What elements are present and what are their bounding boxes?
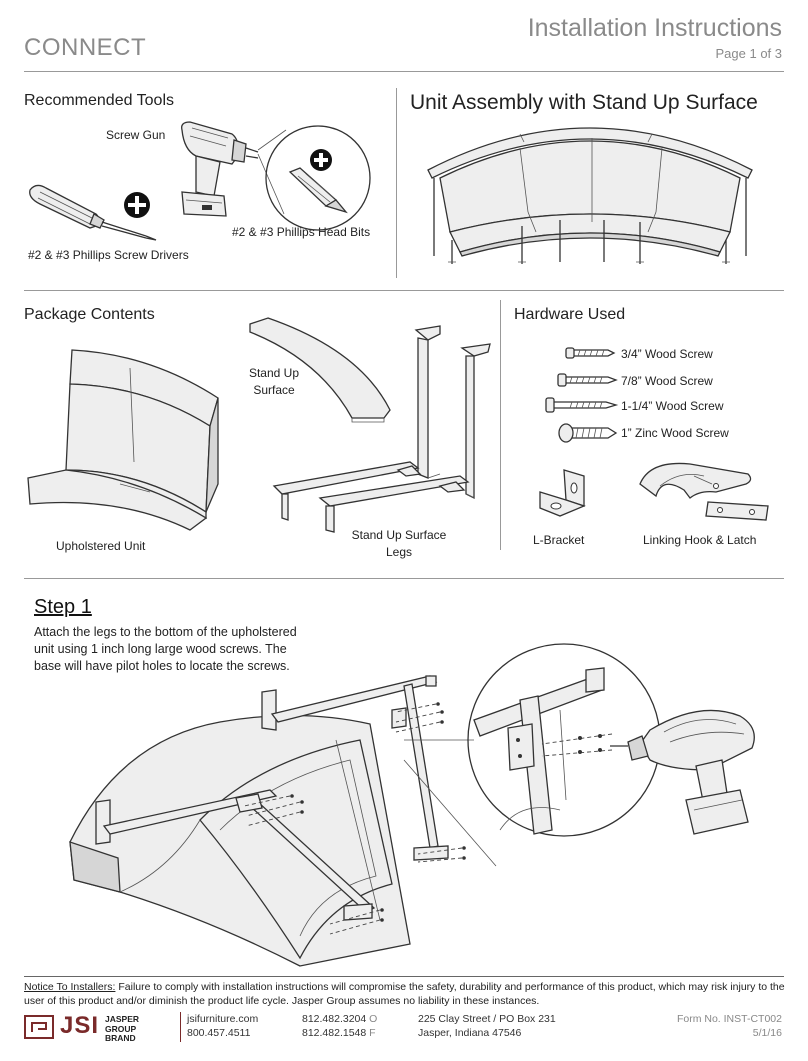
stand-up-surface-icon bbox=[249, 317, 391, 423]
screw-gun-label: Screw Gun bbox=[106, 128, 166, 142]
step-title: Step 1 bbox=[34, 596, 92, 618]
group-line3: BRAND bbox=[105, 1033, 136, 1043]
tools-illustration bbox=[29, 121, 371, 241]
screw-7-8-icon bbox=[557, 373, 618, 387]
notice-label: Notice To Installers: bbox=[24, 981, 116, 993]
package-contents-illustration bbox=[27, 317, 491, 533]
legs-label: Stand Up Surface Legs bbox=[346, 528, 452, 559]
footer-address: 225 Clay Street / PO Box 231 Jasper, Ind… bbox=[418, 1012, 556, 1040]
l-bracket-label: L-Bracket bbox=[533, 533, 585, 547]
screw-gun-icon bbox=[181, 121, 259, 217]
jsi-logo-text: JSI bbox=[60, 1012, 100, 1039]
legs-label-line2: Legs bbox=[385, 545, 413, 559]
jasper-group-brand: JASPER GROUP BRAND bbox=[105, 1014, 140, 1044]
stand-up-surface-label-line1: Stand Up bbox=[248, 366, 300, 380]
hardware-section-title: Hardware Used bbox=[514, 306, 626, 323]
legs-label-line1: Stand Up Surface bbox=[351, 528, 447, 542]
tools-section-title: Recommended Tools bbox=[24, 92, 175, 109]
footer-form-info: Form No. INST-CT002 5/1/16 bbox=[677, 1012, 782, 1040]
surface-legs-icon bbox=[272, 325, 491, 533]
footer-divider bbox=[180, 1012, 181, 1042]
group-line2: GROUP bbox=[105, 1023, 137, 1034]
zinc-screw-icon bbox=[558, 423, 618, 443]
package-section-title: Package Contents bbox=[24, 306, 155, 323]
document-title: Installation Instructions bbox=[527, 14, 782, 42]
phillips-symbol-icon bbox=[124, 192, 150, 218]
footer-contact-web: jsifurniture.com 800.457.4511 bbox=[187, 1012, 258, 1040]
footer-form-date: 5/1/16 bbox=[752, 1027, 782, 1039]
step1-drill-icon bbox=[610, 709, 755, 835]
footer-fax-phone: 812.482.1548 F bbox=[302, 1027, 376, 1039]
header-rule bbox=[24, 71, 784, 72]
hardware-item-wood-screw-3-4: 3/4” Wood Screw bbox=[621, 347, 713, 361]
step1-legs-icon bbox=[95, 675, 449, 921]
unit-assembly-illustration bbox=[427, 127, 753, 264]
jsi-logo-icon bbox=[24, 1015, 54, 1039]
section-divider-vertical bbox=[396, 88, 397, 278]
hardware-item-wood-screw-1-1-4: 1-1/4” Wood Screw bbox=[621, 399, 724, 413]
step1-detail-magnifier bbox=[403, 643, 661, 867]
screwdriver-icon bbox=[29, 184, 157, 241]
screw-1-1-4-icon bbox=[545, 397, 619, 413]
step-instructions: Attach the legs to the bottom of the uph… bbox=[34, 625, 297, 673]
screwdrivers-label: #2 & #3 Phillips Screw Drivers bbox=[28, 248, 189, 262]
hardware-item-wood-screw-7-8: 7/8” Wood Screw bbox=[621, 374, 713, 388]
section-rule-2 bbox=[24, 578, 784, 579]
brand-name: CONNECT bbox=[24, 34, 147, 61]
hook-latch-label: Linking Hook & Latch bbox=[643, 533, 757, 547]
inverted-unit-icon bbox=[69, 714, 411, 967]
jsi-logo-mark bbox=[24, 1015, 54, 1039]
footer-office-phone: 812.482.3204 O bbox=[302, 1013, 378, 1025]
section-rule-1 bbox=[24, 290, 784, 291]
group-line1: JASPER bbox=[105, 1014, 140, 1024]
curved-sofa-icon bbox=[427, 127, 753, 264]
drill-bit-magnifier bbox=[257, 125, 371, 231]
assembly-section-title: Unit Assembly with Stand Up Surface bbox=[410, 91, 758, 114]
stand-up-surface-label-line2: Surface bbox=[253, 383, 295, 397]
footer-website: jsifurniture.com bbox=[187, 1013, 259, 1025]
footer-tollfree: 800.457.4511 bbox=[187, 1027, 251, 1039]
hardware-illustration bbox=[539, 347, 769, 521]
linking-hook-latch-icon bbox=[639, 462, 769, 521]
footer-address-line2: Jasper, Indiana 47546 bbox=[418, 1027, 522, 1039]
footer-address-line1: 225 Clay Street / PO Box 231 bbox=[418, 1013, 556, 1025]
hardware-item-zinc-screw-1: 1” Zinc Wood Screw bbox=[621, 426, 729, 440]
page-indicator: Page 1 of 3 bbox=[715, 46, 783, 61]
footer-form-number: Form No. INST-CT002 bbox=[676, 1013, 782, 1025]
notice-rule bbox=[24, 976, 784, 977]
footer-contact-phones: 812.482.3204 O 812.482.1548 F bbox=[302, 1012, 377, 1040]
step1-illustration bbox=[69, 643, 755, 967]
screw-3-4-icon bbox=[565, 347, 616, 359]
notice-text: Failure to comply with installation inst… bbox=[24, 981, 785, 1007]
stand-up-surface-label: Stand Up Surface bbox=[246, 366, 302, 397]
upholstered-unit-label: Upholstered Unit bbox=[56, 539, 146, 553]
bits-label: #2 & #3 Phillips Head Bits bbox=[232, 225, 371, 239]
upholstered-unit-icon bbox=[27, 349, 219, 531]
installer-notice: Notice To Installers: Failure to comply … bbox=[24, 980, 788, 1008]
section-divider-vertical-2 bbox=[500, 300, 501, 550]
step1-screws-icon bbox=[243, 702, 466, 935]
l-bracket-icon bbox=[539, 469, 586, 517]
